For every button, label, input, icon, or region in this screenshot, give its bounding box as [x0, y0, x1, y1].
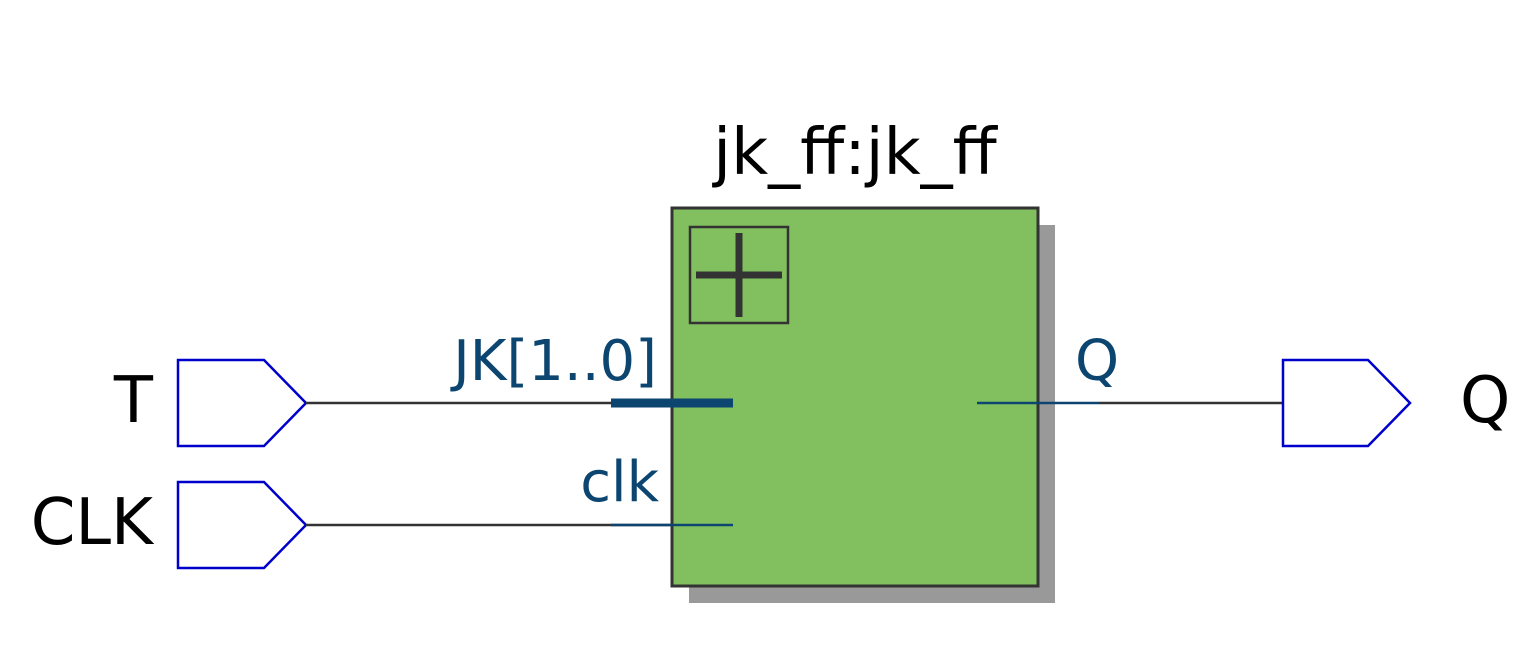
input-port-t-label: T [113, 364, 154, 438]
input-port-t[interactable] [176, 358, 308, 448]
instance-block[interactable] [670, 206, 1055, 603]
input-port-clk-label: CLK [31, 486, 155, 560]
output-port-q-label: Q [1460, 364, 1510, 438]
pin-q-label: Q [1075, 329, 1119, 394]
pin-clk-label: clk [580, 450, 659, 515]
instance-name: jk_ff:jk_ff [711, 116, 998, 190]
pin-jk-label: JK[1..0] [450, 329, 657, 394]
input-port-clk[interactable] [176, 480, 308, 570]
instance-body[interactable] [670, 206, 1040, 588]
plus-icon[interactable] [688, 225, 790, 325]
output-port-q[interactable] [1281, 358, 1412, 448]
